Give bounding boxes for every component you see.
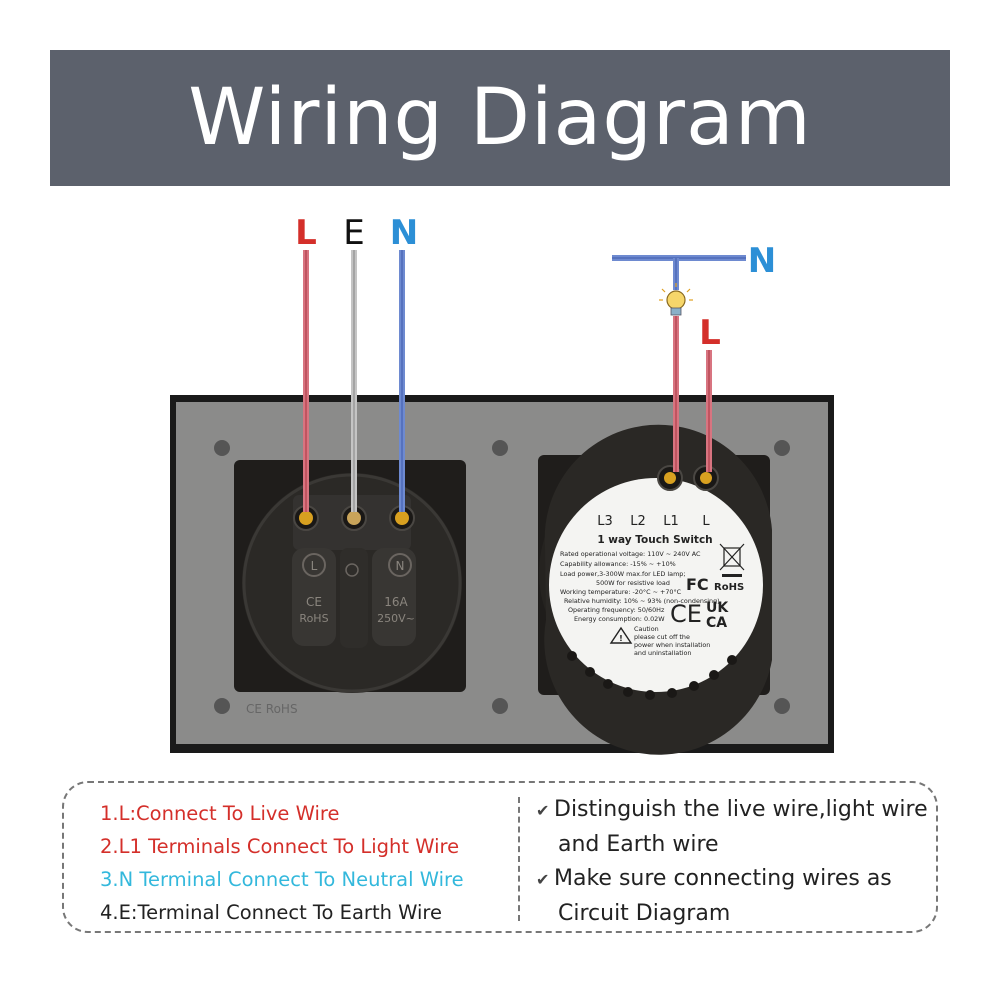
socket-l-terminal bbox=[299, 511, 313, 525]
title-banner: Wiring Diagram bbox=[50, 50, 950, 186]
panel-ce-rohs-mark: CE RoHS bbox=[246, 702, 298, 716]
socket-live-label: L bbox=[295, 213, 317, 253]
spec-line: Energy consumption: 0.02W bbox=[574, 615, 665, 623]
svg-text:!: ! bbox=[619, 634, 623, 643]
socket-earth-label: E bbox=[343, 213, 364, 253]
socket-e-terminal bbox=[347, 511, 361, 525]
socket-n-mark: N bbox=[396, 559, 405, 573]
socket-module: L N CE RoHS 16A 250V~ bbox=[234, 460, 466, 693]
tips-list: ✔Distinguish the live wire,light wire an… bbox=[536, 793, 928, 931]
socket-n-terminal bbox=[395, 511, 409, 525]
spec-line: Load power,3-300W max.for LED lamp; bbox=[560, 570, 686, 578]
rohs-mark: RoHS bbox=[714, 582, 744, 593]
socket-wires: L E N bbox=[295, 213, 418, 512]
ukca-mark-top: UK bbox=[706, 600, 729, 616]
fc-mark: FC bbox=[686, 575, 709, 594]
spec-line: Rated operational voltage: 110V ~ 240V A… bbox=[560, 550, 701, 558]
warning-icon bbox=[609, 626, 633, 644]
switch-neutral-label: N bbox=[748, 241, 776, 281]
wiring-diagram: CE RoHS L N CE RoHS 16A 250V~ L E bbox=[170, 213, 834, 755]
switch-name: 1 way Touch Switch bbox=[597, 534, 712, 546]
caution-line: and uninstallation bbox=[634, 649, 691, 657]
screw-hole bbox=[492, 440, 508, 456]
screw-hole bbox=[774, 440, 790, 456]
instruction-3: 3.N Terminal Connect To Neutral Wire bbox=[100, 868, 464, 891]
instructions-panel: 1.L:Connect To Live Wire 2.L1 Terminals … bbox=[62, 781, 938, 933]
caution-line: power when installation bbox=[634, 641, 710, 649]
screw-hole bbox=[492, 698, 508, 714]
switch-l-terminal bbox=[700, 472, 712, 484]
check-icon: ✔ bbox=[536, 870, 550, 889]
spec-line: Capability allowance: -15% ~ +10% bbox=[560, 560, 676, 568]
instruction-4: 4.E:Terminal Connect To Earth Wire bbox=[100, 901, 443, 924]
socket-l-mark: L bbox=[311, 559, 318, 573]
ukca-mark-bottom: CA bbox=[706, 615, 727, 631]
screw-hole bbox=[214, 698, 230, 714]
page-title: Wiring Diagram bbox=[188, 73, 812, 163]
terminal-l3-label: L3 bbox=[597, 514, 613, 529]
tip-1-line-1: Distinguish the live wire,light wire bbox=[554, 797, 928, 822]
ce-mark: CE bbox=[670, 600, 702, 628]
tip-1-line-2: and Earth wire bbox=[558, 832, 719, 857]
switch-wires: N L bbox=[612, 241, 776, 472]
terminal-l-label: L bbox=[702, 514, 710, 529]
terminal-l1-label: L1 bbox=[663, 514, 679, 529]
terminal-l2-label: L2 bbox=[630, 514, 646, 529]
legend-divider bbox=[518, 797, 520, 921]
socket-neutral-label: N bbox=[390, 213, 418, 253]
instruction-1: 1.L:Connect To Live Wire bbox=[100, 802, 340, 825]
check-icon: ✔ bbox=[536, 801, 550, 820]
spec-line: Relative humidity: 10% ~ 93% (non-conden… bbox=[564, 597, 720, 605]
socket-volt-mark: 250V~ bbox=[377, 612, 415, 625]
instruction-2: 2.L1 Terminals Connect To Light Wire bbox=[100, 835, 460, 858]
tip-1: ✔Distinguish the live wire,light wire bbox=[536, 793, 928, 828]
tip-2-line-2: Circuit Diagram bbox=[558, 901, 731, 926]
weee-bin-icon bbox=[719, 543, 745, 577]
socket-amp-mark: 16A bbox=[384, 595, 408, 609]
screw-hole bbox=[214, 440, 230, 456]
spec-line: 500W for resistive load bbox=[596, 579, 670, 587]
socket-ce-mark: CE bbox=[306, 595, 322, 609]
switch-label bbox=[549, 478, 763, 692]
switch-l1-terminal bbox=[664, 472, 676, 484]
spec-line: Working temperature: -20°C ~ +70°C bbox=[560, 588, 682, 596]
switch-live-label: L bbox=[699, 313, 721, 353]
caution-line: please cut off the bbox=[634, 633, 690, 641]
spec-line: Operating frequency: 50/60Hz bbox=[568, 606, 665, 614]
tip-2-line-1: Make sure connecting wires as bbox=[554, 866, 892, 891]
screw-hole bbox=[774, 698, 790, 714]
socket-rohs-mark: RoHS bbox=[299, 612, 328, 625]
switch-module: L3 L2 L1 L 1 way Touch Switch Rated oper… bbox=[538, 424, 772, 755]
caution-title: Caution bbox=[634, 625, 659, 633]
light-bulb-icon bbox=[659, 283, 693, 316]
earth-symbol-icon bbox=[345, 563, 359, 577]
terminal-instructions: 1.L:Connect To Live Wire 2.L1 Terminals … bbox=[100, 797, 464, 929]
tip-2: ✔Make sure connecting wires as bbox=[536, 862, 928, 897]
